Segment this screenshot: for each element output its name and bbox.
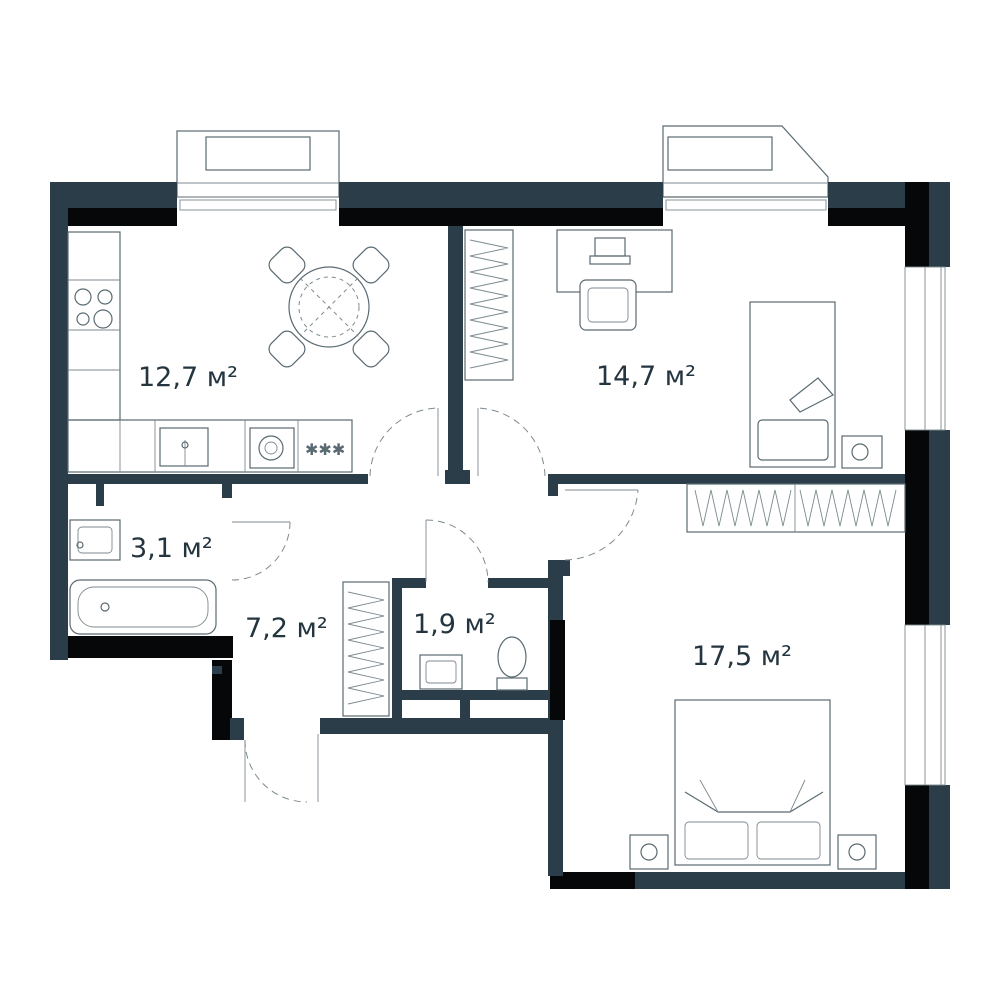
master-bedroom-area-label: 17,5 м² (692, 641, 792, 672)
svg-text:✱✱✱: ✱✱✱ (305, 440, 345, 459)
balcony-left (176, 130, 340, 211)
bathroom-area-label: 3,1 м² (130, 533, 213, 564)
kitchen-area-label: 12,7 м² (138, 362, 238, 393)
double-bed-icon (674, 699, 831, 866)
sink-icon (159, 427, 209, 467)
sink-icon (69, 519, 121, 561)
wardrobe-icon (342, 581, 390, 717)
window-right-upper (904, 266, 946, 431)
stove-icon: ✱✱✱ (305, 440, 345, 459)
desk-icon (556, 229, 673, 331)
bathtub-icon (69, 579, 217, 635)
nightstand-icon (629, 834, 877, 870)
kitchen-counter (67, 231, 353, 473)
balcony-right (662, 125, 829, 211)
hall-area-label: 7,2 м² (245, 613, 328, 644)
chair-icon (268, 246, 390, 368)
wc-area-label: 1,9 м² (413, 609, 496, 640)
window-right-lower (904, 624, 946, 786)
dining-table-icon (268, 246, 390, 368)
cooktop-icon (74, 288, 113, 329)
sink-icon (419, 654, 463, 690)
washing-machine-icon (249, 427, 295, 469)
study-bedroom-area-label: 14,7 м² (596, 361, 696, 392)
wardrobe-icon (464, 229, 514, 381)
wardrobe-icon (686, 483, 906, 533)
bed-icon (749, 301, 836, 468)
nightstand-icon (841, 435, 883, 469)
door-swings (231, 407, 639, 803)
laptop-icon (589, 237, 631, 265)
walls (50, 182, 950, 889)
toilet-icon (496, 636, 528, 691)
